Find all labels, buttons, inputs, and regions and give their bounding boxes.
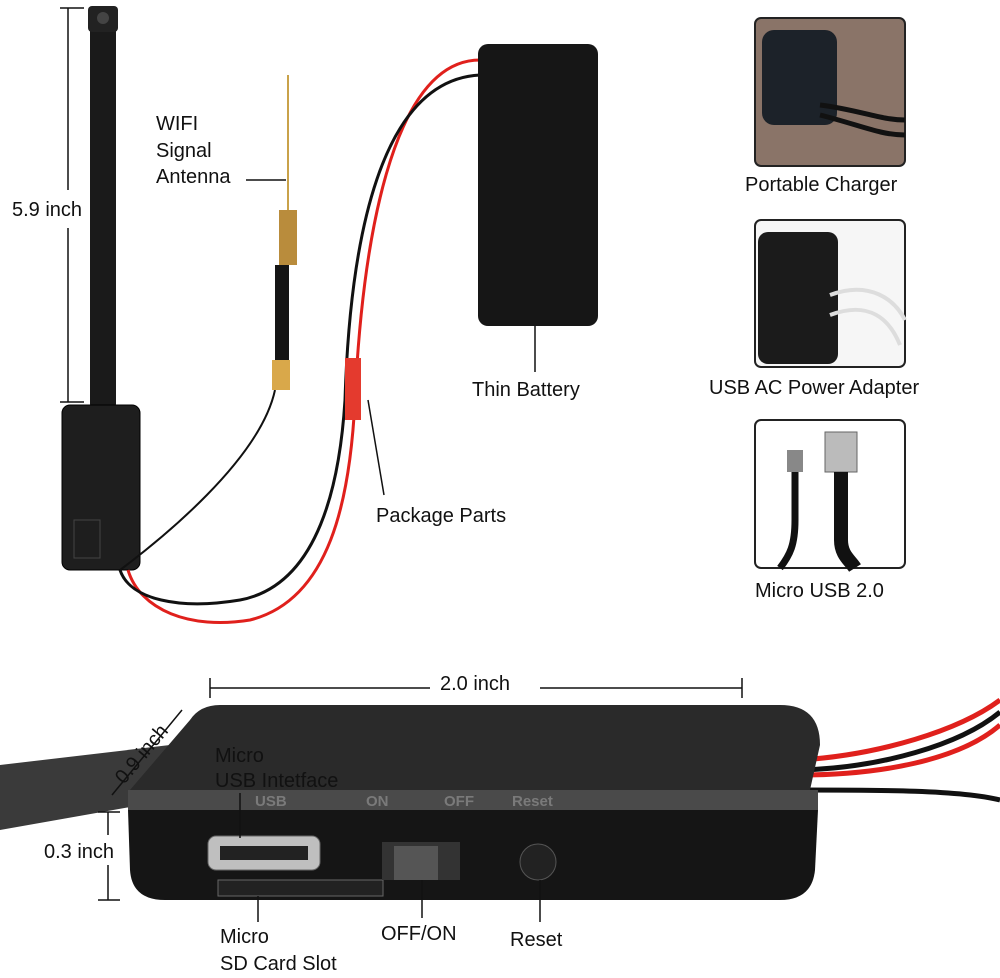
package-parts-label: Package Parts [376,505,506,527]
antenna-label-1: WIFI [156,113,198,135]
sd-card-slot [217,879,384,897]
wall-adapter-icon [758,232,838,364]
black-wire [118,73,481,606]
sd-slot-label-2: SD Card Slot [220,953,337,975]
switch-label: OFF/ON [381,923,457,945]
height-dimension [98,811,120,901]
red-wire [126,58,481,625]
power-bank-icon [762,30,837,125]
usb-interface-label-1: Micro [215,745,264,767]
cable-length-label: 5.9 inch [12,199,82,221]
usb-cable-icon [777,470,799,571]
connector-plug [345,358,361,420]
camera-ribbon-cable [90,8,116,408]
width-dimension [209,678,743,698]
accessory-usb-adapter [754,219,907,368]
height-label: 0.3 inch [44,841,114,863]
device-front [128,810,818,900]
ribbon-cable [0,745,170,830]
usb-interface-label-2: USB Intetface [215,770,338,792]
antenna-label-2: Signal [156,140,212,162]
antenna-label-3: Antenna [156,166,231,188]
device-top [130,705,820,790]
width-label: 2.0 inch [440,673,510,695]
reset-label: Reset [510,929,563,951]
accessory-label: Micro USB 2.0 [755,580,884,602]
panel-off-label: OFF [444,793,474,810]
panel-on-label: ON [366,793,389,810]
module-label-box [73,519,101,559]
thin-battery [478,44,598,326]
device-label-strip [128,790,818,810]
cable-length-dimension [60,7,84,403]
panel-usb-label: USB [255,793,287,810]
panel-reset-label: Reset [512,793,553,810]
accessory-label: Portable Charger [745,174,898,196]
camera-module [61,404,141,571]
accessory-micro-usb-cable [754,419,906,573]
battery-label: Thin Battery [472,379,580,401]
reset-button [519,843,557,881]
sd-slot-label-1: Micro [220,926,269,948]
accessory-label: USB AC Power Adapter [709,377,919,399]
antenna [272,75,297,390]
accessory-portable-charger [754,17,906,167]
